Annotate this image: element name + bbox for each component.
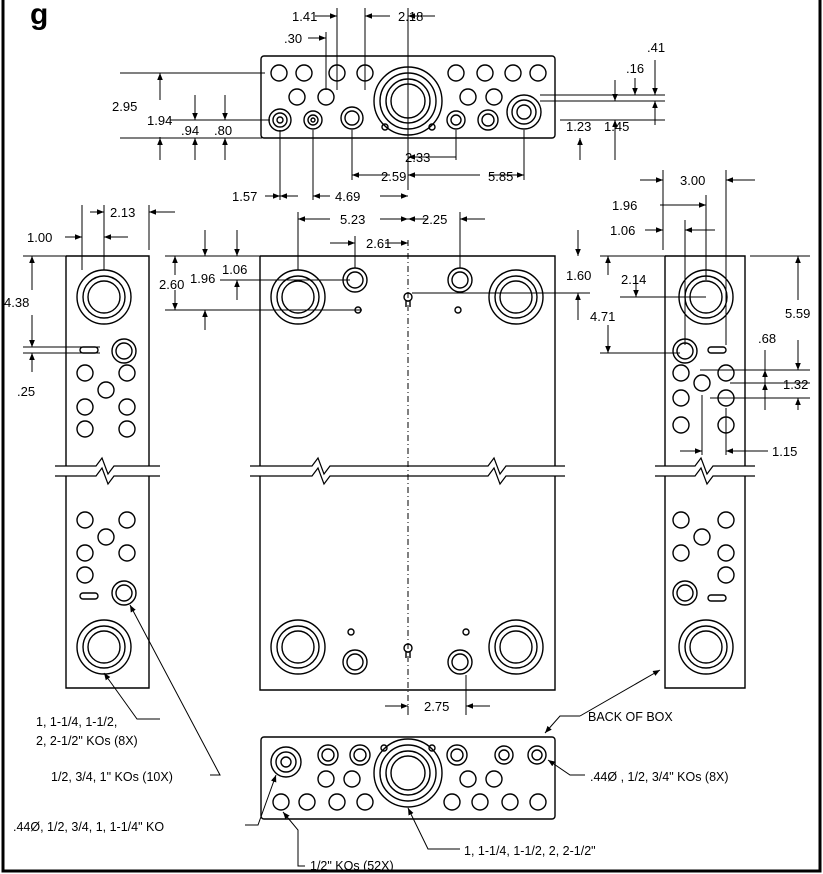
dim-0-94: .94 [181, 123, 199, 138]
left-panel-dimension-lines [23, 205, 175, 372]
dim-5-59: 5.59 [785, 306, 810, 321]
note-large-kos-line2: 2, 2-1/2" KOs (8X) [36, 734, 138, 748]
top-panel-dimension-text: 1.41 2.18 .30 .41 .16 2.95 1.94 .94 .80 … [112, 9, 665, 204]
dim-0-41: .41 [647, 40, 665, 55]
dim-4-69: 4.69 [335, 189, 360, 204]
dim-1-32: 1.32 [783, 377, 808, 392]
top-panel-dimension-lines [120, 8, 665, 200]
dim-2-14: 2.14 [621, 272, 646, 287]
dim-2-61: 2.61 [366, 236, 391, 251]
title-fragment: g [30, 0, 48, 31]
note-small-kos: .44Ø , 1/2, 3/4" KOs (8X) [590, 770, 729, 784]
top-row-half-inch-kos [270, 64, 547, 106]
dim-1-41: 1.41 [292, 9, 317, 24]
callout-leaders [103, 604, 661, 867]
dim-1-45: 1.45 [604, 119, 629, 134]
dim-1-23: 1.23 [566, 119, 591, 134]
dim-0-80: .80 [214, 123, 232, 138]
dim-0-25: .25 [17, 384, 35, 399]
right-side-panel [664, 255, 746, 689]
dim-4-38: 4.38 [4, 295, 29, 310]
dim-2-25: 2.25 [422, 212, 447, 227]
dim-1-60: 1.60 [566, 268, 591, 283]
note-back-of-box: BACK OF BOX [588, 710, 673, 724]
top-combo-kos [268, 94, 542, 132]
dim-4-71: 4.71 [590, 309, 615, 324]
right-panel-dimension-lines [600, 170, 810, 455]
note-center-ko: 1, 1-1/4, 1-1/2, 2, 2-1/2" [464, 844, 596, 858]
dim-3-00: 3.00 [680, 173, 705, 188]
dim-1-00: 1.00 [27, 230, 52, 245]
dim-5-85: 5.85 [488, 169, 513, 184]
dim-1-15: 1.15 [772, 444, 797, 459]
left-panel-dimension-text: 2.13 1.00 4.38 .25 [4, 205, 135, 399]
note-large-kos-line1: 1, 1-1/4, 1-1/2, [36, 715, 117, 729]
dim-1-96-right: 1.96 [612, 198, 637, 213]
dim-5-23: 5.23 [340, 212, 365, 227]
note-medium-kos: 1/2, 3/4, 1" KOs (10X) [51, 770, 173, 784]
dim-2-18: 2.18 [398, 9, 423, 24]
note-half-inch-kos: 1/2" KOs (52X) [310, 859, 394, 873]
back-panel-dimension-lines [165, 212, 590, 715]
callout-text: 1, 1-1/4, 1-1/2, 2, 2-1/2" KOs (8X) 1/2,… [13, 710, 729, 873]
note-combo-ko: .44Ø, 1/2, 3/4, 1, 1-1/4" KO [13, 820, 164, 834]
dim-1-57: 1.57 [232, 189, 257, 204]
right-panel-dimension-text: 3.00 1.96 1.06 2.14 4.71 5.59 .68 1.32 1… [590, 173, 810, 459]
dim-0-68: .68 [758, 331, 776, 346]
break-lines [55, 456, 755, 486]
dim-2-95: 2.95 [112, 99, 137, 114]
dim-1-96-center: 1.96 [190, 271, 215, 286]
dim-0-16: .16 [626, 61, 644, 76]
dim-2-13: 2.13 [110, 205, 135, 220]
back-panel-dimension-text: 5.23 2.25 2.61 2.60 1.96 1.06 1.60 2.75 [159, 212, 591, 714]
dim-1-06-right: 1.06 [610, 223, 635, 238]
dim-2-60: 2.60 [159, 277, 184, 292]
dim-2-75: 2.75 [424, 699, 449, 714]
dim-1-94: 1.94 [147, 113, 172, 128]
dim-0-30: .30 [284, 31, 302, 46]
bottom-end-panel [260, 736, 556, 820]
dim-1-06-center: 1.06 [222, 262, 247, 277]
dim-2-33: 2.33 [405, 150, 430, 165]
dim-2-59: 2.59 [381, 169, 406, 184]
